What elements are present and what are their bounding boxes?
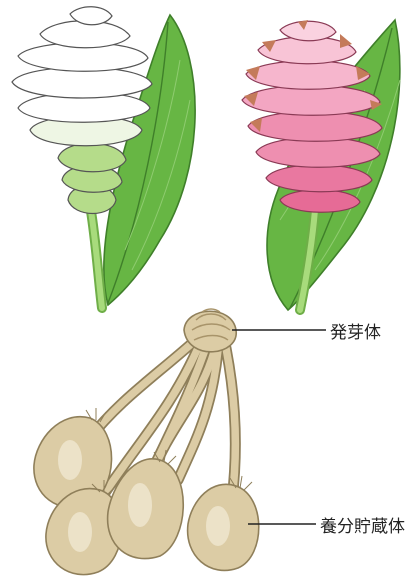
storage-body-label: 養分貯蔵体 bbox=[320, 512, 405, 537]
rhizome-system bbox=[34, 309, 259, 575]
germ-body-label: 発芽体 bbox=[330, 318, 381, 343]
white-flower-bracts bbox=[12, 7, 152, 146]
germ-body bbox=[184, 309, 236, 352]
white-flower-plant bbox=[12, 7, 195, 308]
pink-flower-plant bbox=[242, 20, 400, 310]
pink-flower-bracts bbox=[242, 21, 382, 212]
